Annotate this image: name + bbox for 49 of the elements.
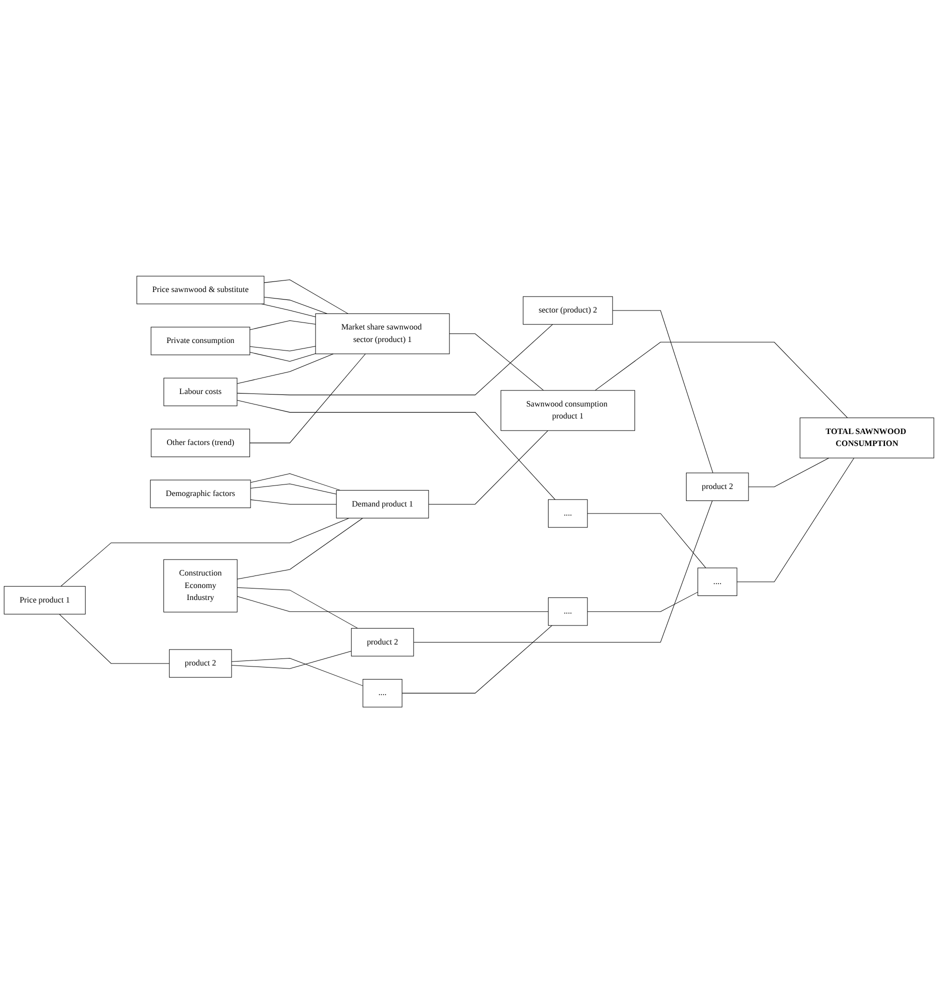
node-box: Price product 1: [4, 586, 86, 614]
connector: [413, 500, 713, 642]
connector: [236, 354, 334, 384]
node-box: Construction Economy Industry: [163, 559, 238, 612]
connector: [60, 518, 350, 586]
node-box: Labour costs: [164, 378, 238, 406]
node-box: product 2: [169, 649, 232, 678]
node-box: Demand product 1: [336, 490, 429, 518]
node-box: ....: [548, 499, 588, 528]
node-box: Sawnwood consumption product 1: [500, 390, 636, 431]
connector: [748, 458, 830, 487]
connector: [59, 614, 170, 664]
node-box: Demographic factors: [150, 480, 251, 508]
connector: [236, 400, 556, 500]
connector: [449, 333, 544, 391]
connector: [264, 296, 328, 314]
connector: [402, 625, 552, 694]
connector: [428, 430, 548, 504]
node-box: Other factors (trend): [150, 428, 250, 457]
connector: [250, 499, 337, 504]
connector: [250, 484, 337, 494]
node-box: product 2: [351, 628, 414, 656]
connector: [264, 279, 348, 314]
node-box: sector (product) 2: [522, 296, 613, 325]
node-box: ....: [548, 597, 588, 626]
connector: [612, 310, 714, 474]
connector: [236, 596, 549, 612]
connector: [231, 658, 364, 686]
node-box: ....: [362, 678, 402, 708]
connector: [250, 320, 316, 330]
connector: [250, 352, 316, 362]
node-box: Price sawnwood & substitute: [136, 276, 264, 304]
connector: [587, 513, 706, 568]
connector: [236, 518, 363, 580]
connector: [250, 354, 366, 444]
node-box: TOTAL SAWNWOOD CONSUMPTION: [800, 417, 934, 458]
node-box: Private consumption: [150, 326, 250, 356]
node-box: Market share sawnwood sector (product) 1: [315, 313, 450, 354]
connector: [736, 458, 854, 582]
connector: [250, 346, 316, 352]
node-box: product 2: [686, 472, 749, 501]
connector: [587, 592, 698, 612]
connector: [236, 324, 553, 396]
connector: [261, 304, 316, 318]
connector: [236, 587, 358, 628]
connector: [250, 473, 341, 490]
node-box: ....: [698, 568, 738, 596]
connector: [231, 650, 352, 669]
connector: [594, 342, 848, 418]
